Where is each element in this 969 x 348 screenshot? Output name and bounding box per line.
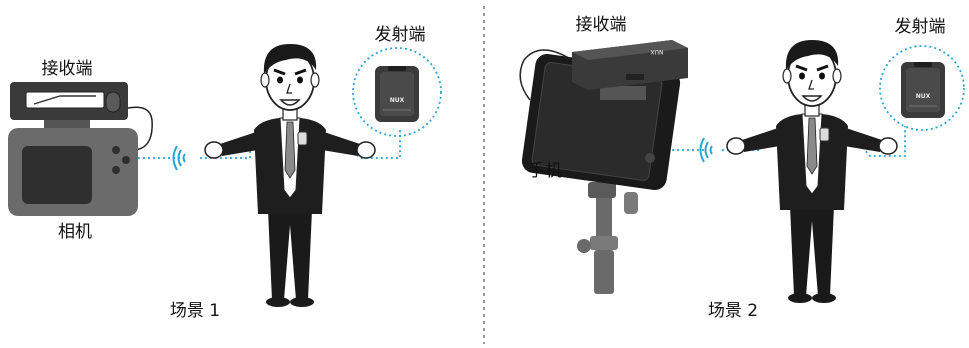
phone-icon — [521, 53, 681, 191]
receiver-device — [519, 40, 688, 101]
wireless-signal-icon — [172, 145, 186, 171]
receiver-logo: NUX — [651, 48, 664, 55]
transmitter-zoom-circle — [352, 47, 442, 137]
transmitter-icon — [900, 61, 946, 119]
camera-label: 相机 — [58, 222, 92, 242]
receiver-label: 接收端 — [42, 59, 93, 79]
scene-1: 接收端 相机 NUX 发射端 场景 1 — [8, 25, 442, 321]
camera-icon — [8, 128, 138, 216]
scene-caption: 场景 2 — [708, 301, 758, 321]
transmitter-logo: NUX — [390, 97, 405, 104]
scene-2: 手机 NUX 接收端 NUX 发射端 场景 2 — [519, 15, 965, 321]
scene-caption: 场景 1 — [170, 301, 220, 321]
phone-label: 手机 — [528, 161, 562, 181]
receiver-device — [10, 82, 153, 151]
person-icon — [725, 38, 899, 305]
person-icon — [203, 42, 377, 309]
transmitter-icon — [374, 65, 420, 123]
transmitter-logo: NUX — [916, 93, 931, 100]
receiver-label: 接收端 — [576, 15, 627, 35]
tripod-icon — [577, 182, 638, 294]
transmitter-label: 发射端 — [375, 25, 426, 45]
transmitter-zoom-circle — [879, 45, 965, 131]
transmitter-label: 发射端 — [895, 17, 946, 37]
